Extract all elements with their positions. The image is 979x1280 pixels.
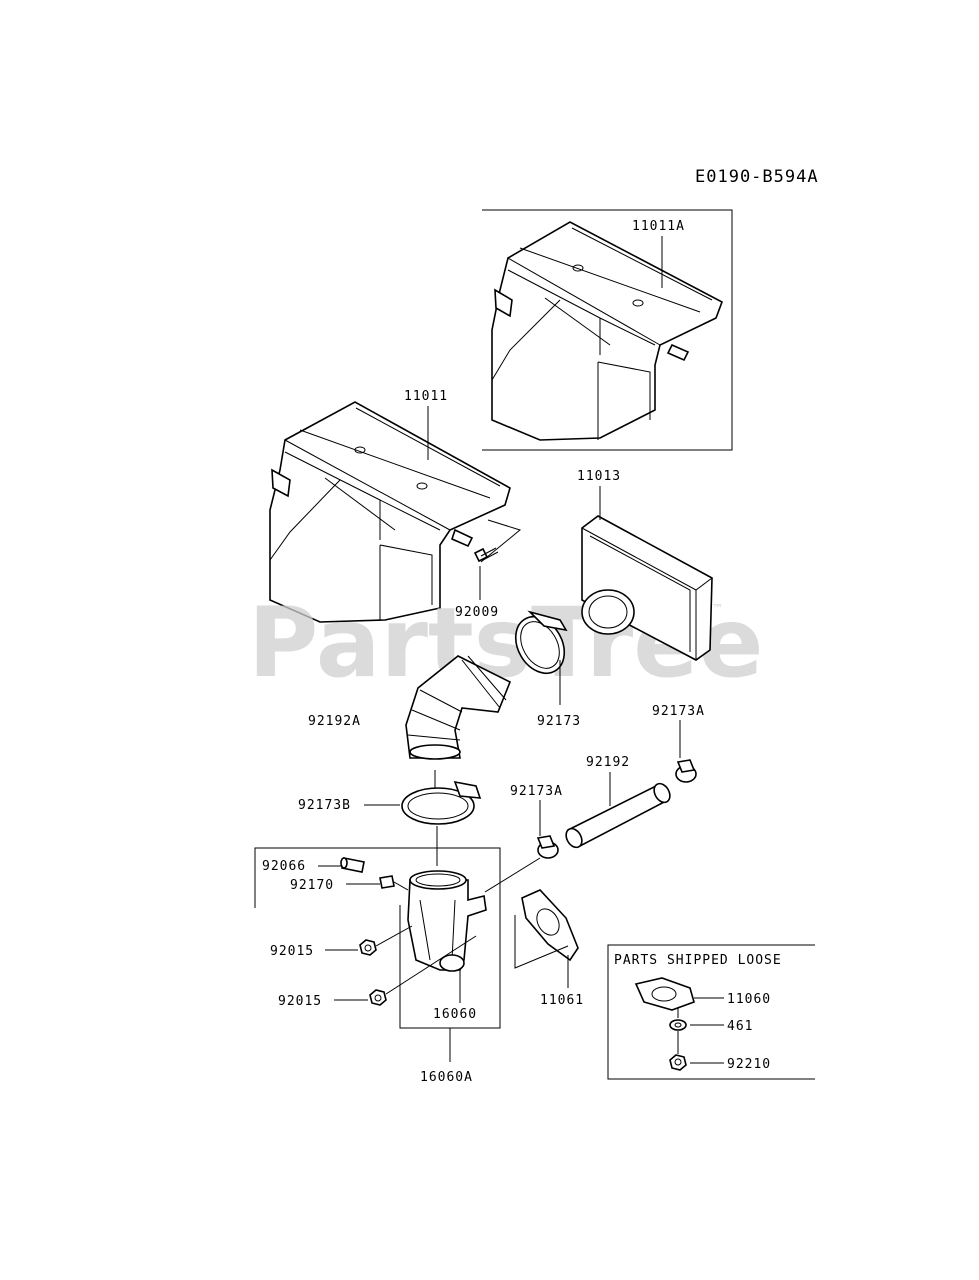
loose-gasket-11060[interactable] (634, 977, 695, 1011)
label-11013: 11013 (577, 469, 621, 484)
air-filter-element-11013[interactable] (581, 515, 713, 661)
label-11011A: 11011A (632, 219, 685, 234)
label-11011: 11011 (404, 389, 448, 404)
hose-clamp-92173B[interactable] (401, 780, 482, 825)
loose-box-frame (607, 944, 815, 1080)
leader-11061-bracket (514, 915, 569, 969)
label-92173B: 92173B (298, 798, 351, 813)
diagram-code: E0190-B594A (695, 167, 819, 187)
hose-clamp-92173[interactable] (506, 608, 574, 682)
gasket-11061[interactable] (521, 889, 579, 962)
elbow-hose-92192A[interactable] (405, 655, 512, 760)
leader-92009-a (480, 519, 522, 563)
fitting-92066[interactable] (340, 857, 365, 873)
hose-92192[interactable] (563, 781, 673, 850)
hose-clamp-92173A-mid[interactable] (536, 835, 559, 859)
connector-92170-16060 (393, 881, 409, 891)
clip-92170[interactable] (379, 875, 395, 889)
loose-washer-461[interactable] (669, 1019, 687, 1031)
label-92173A-top: 92173A (652, 704, 705, 719)
hose-clamp-92173A-top[interactable] (675, 759, 697, 783)
label-16060A: 16060A (420, 1070, 473, 1085)
air-cleaner-cover-11011A[interactable] (491, 221, 723, 441)
label-92066: 92066 (262, 859, 306, 874)
alternate-part-box (482, 209, 733, 451)
label-92192: 92192 (586, 755, 630, 770)
label-92015-b: 92015 (278, 994, 322, 1009)
nut-92015-a[interactable] (359, 939, 377, 956)
assembly-bracket-16060A (254, 847, 501, 1029)
air-cleaner-cover-11011[interactable] (269, 401, 511, 623)
parts-shipped-loose-box: PARTS SHIPPED LOOSE 11060 461 92210 (607, 944, 815, 1080)
nut-92015-b[interactable] (369, 989, 387, 1006)
label-16060: 16060 (433, 1007, 477, 1022)
label-92192A: 92192A (308, 714, 361, 729)
label-loose-461: 461 (727, 1019, 753, 1034)
label-92173: 92173 (537, 714, 581, 729)
label-92170: 92170 (290, 878, 334, 893)
loose-nut-92210[interactable] (669, 1054, 687, 1071)
loose-box-title: PARTS SHIPPED LOOSE (614, 953, 782, 968)
connector-92015-b (385, 935, 477, 995)
watermark-trademark: ™ (712, 602, 723, 615)
connector-92173A-16060 (484, 857, 541, 893)
inlet-pipe-16060[interactable] (407, 870, 487, 972)
label-92009: 92009 (455, 605, 499, 620)
label-11061: 11061 (540, 993, 584, 1008)
label-loose-92210: 92210 (727, 1057, 771, 1072)
label-loose-11060: 11060 (727, 992, 771, 1007)
screw-92009[interactable] (473, 547, 499, 563)
label-92173A-mid: 92173A (510, 784, 563, 799)
alt-box-frame (482, 209, 733, 451)
label-92015-a: 92015 (270, 944, 314, 959)
connector-92015-a (375, 925, 413, 947)
